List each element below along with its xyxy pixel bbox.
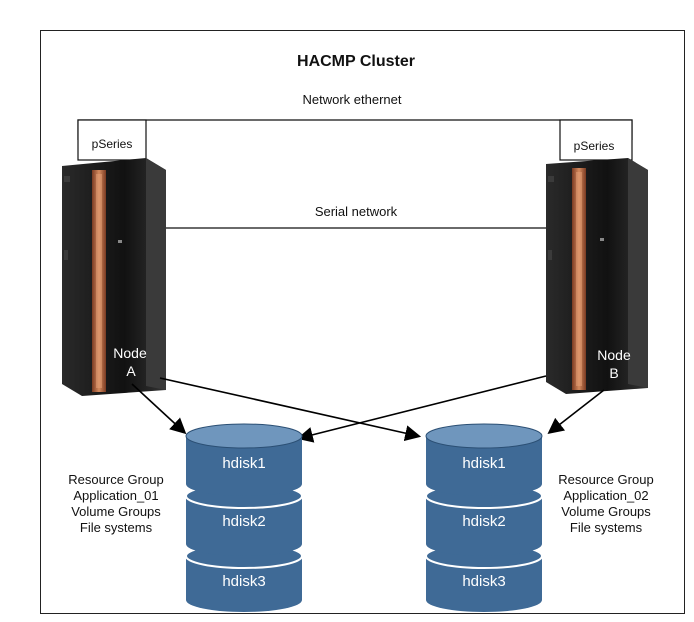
serial-network: Serial network [166, 204, 546, 229]
stack-1-disk-1: hdisk1 [222, 455, 265, 472]
rg1-line-3: Volume Groups [71, 504, 161, 519]
arrow-node-a-to-stack-1 [131, 383, 187, 435]
rg2-line-4: File systems [570, 520, 643, 535]
connection-arrows [131, 375, 605, 443]
stack-2-disk-2: hdisk2 [462, 513, 505, 530]
serial-network-label: Serial network [315, 204, 398, 219]
rg2-line-3: Volume Groups [561, 504, 651, 519]
stack-2-disk-3: hdisk3 [462, 573, 505, 590]
cluster-frame [40, 30, 685, 614]
resource-group-2: Resource Group Application_02 Volume Gro… [558, 472, 653, 535]
arrow-node-b-to-stack-2 [547, 389, 605, 434]
node-a-header: pSeries [92, 137, 133, 151]
stack-1-disk-2: hdisk2 [222, 513, 265, 530]
node-a-server: pSeries Node A [62, 119, 166, 396]
node-a-name: Node [113, 345, 147, 361]
node-b-letter: B [609, 365, 618, 381]
rg1-line-1: Resource Group [68, 472, 163, 487]
ethernet-network-label: Network ethernet [303, 92, 402, 107]
rg1-line-4: File systems [80, 520, 153, 535]
ethernet-network: Network ethernet [77, 92, 633, 140]
rg1-line-2: Application_01 [73, 488, 158, 503]
node-b-server: pSeries Node B [546, 119, 648, 394]
arrow-node-a-to-stack-2 [159, 377, 422, 441]
rg2-line-2: Application_02 [563, 488, 648, 503]
stack-2-disk-1: hdisk1 [462, 455, 505, 472]
stack-1-disk-3: hdisk3 [222, 573, 265, 590]
rg2-line-1: Resource Group [558, 472, 653, 487]
diagram-title: HACMP Cluster [297, 53, 415, 70]
disk-stack-2: hdisk1 hdisk2 hdisk3 [425, 423, 543, 612]
disk-stack-1: hdisk1 hdisk2 hdisk3 [185, 423, 303, 612]
arrow-node-b-to-stack-1 [296, 375, 547, 443]
node-b-header: pSeries [574, 139, 615, 153]
node-a-letter: A [126, 363, 136, 379]
node-b-name: Node [597, 347, 631, 363]
resource-group-1: Resource Group Application_01 Volume Gro… [68, 472, 163, 535]
